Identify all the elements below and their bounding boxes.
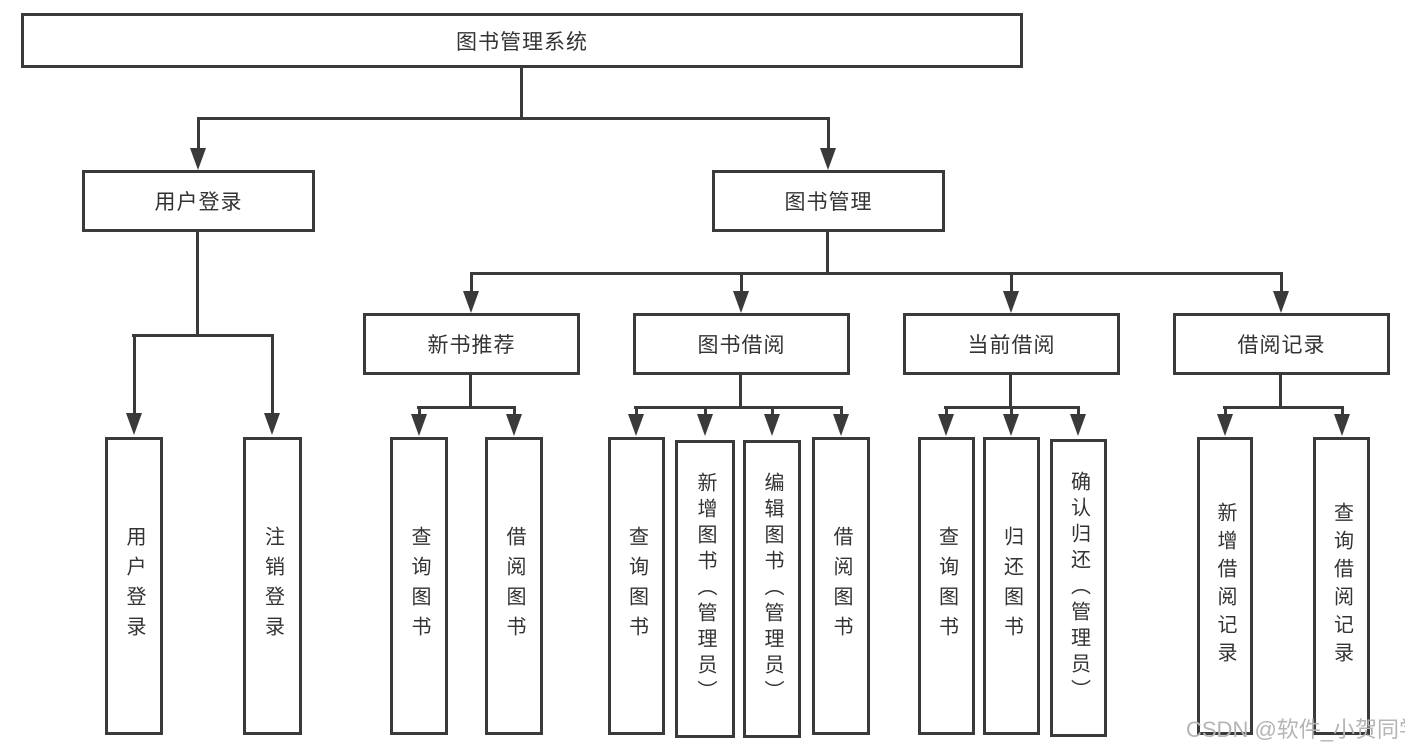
node-book-borrow: 图书借阅 bbox=[633, 313, 850, 375]
node-borrow-record: 借阅记录 bbox=[1173, 313, 1390, 375]
arrow-to-leaf-add-record bbox=[1217, 406, 1233, 436]
arrow-to-book-borrow bbox=[733, 272, 749, 313]
node-leaf-logout: 注销登录 bbox=[243, 437, 302, 735]
arrowhead-down-icon bbox=[190, 148, 206, 170]
node-leaf-borrow-book-1: 借阅图书 bbox=[485, 437, 543, 735]
node-root-label: 图书管理系统 bbox=[456, 30, 588, 54]
node-book-borrow-label: 图书借阅 bbox=[697, 334, 786, 357]
node-leaf-confirm-return: 确认归还（管理员） bbox=[1050, 439, 1107, 737]
arrowhead-down-icon bbox=[506, 414, 522, 436]
arrowhead-down-icon bbox=[1070, 414, 1086, 436]
arrow-to-leaf-query-book-1 bbox=[411, 406, 427, 436]
connector-root-hline bbox=[197, 117, 830, 120]
arrowhead-down-icon bbox=[411, 414, 427, 436]
node-current-borrow: 当前借阅 bbox=[903, 313, 1120, 375]
connector-book-mgmt-vline bbox=[826, 232, 829, 275]
connector-book-borrow-vline bbox=[739, 375, 742, 408]
arrowhead-down-icon bbox=[126, 413, 142, 435]
arrowhead-down-icon bbox=[938, 414, 954, 436]
connector-book-borrow-hline bbox=[634, 406, 843, 409]
arrowhead-down-icon bbox=[1334, 414, 1350, 436]
arrow-to-leaf-query-record bbox=[1334, 406, 1350, 436]
node-leaf-borrow-book-1-label: 借阅图书 bbox=[503, 526, 525, 646]
node-current-borrow-label: 当前借阅 bbox=[967, 334, 1056, 357]
arrow-to-leaf-query-book-2 bbox=[628, 406, 644, 436]
watermark: CSDN @软件_小贺同学 bbox=[1186, 717, 1405, 742]
node-root: 图书管理系统 bbox=[21, 13, 1023, 68]
arrow-to-current-borrow bbox=[1003, 272, 1019, 313]
connector-book-mgmt-hline bbox=[470, 272, 1283, 275]
arrowhead-down-icon bbox=[1003, 291, 1019, 313]
connector-new-book-rec-vline bbox=[469, 375, 472, 408]
node-leaf-add-record-label: 新增借阅记录 bbox=[1214, 502, 1236, 670]
arrow-to-new-book-rec bbox=[463, 272, 479, 313]
arrow-to-leaf-edit-book bbox=[764, 406, 780, 436]
node-leaf-add-record: 新增借阅记录 bbox=[1197, 437, 1253, 735]
arrowhead-down-icon bbox=[628, 414, 644, 436]
node-leaf-query-book-3: 查询图书 bbox=[918, 437, 975, 735]
node-leaf-borrow-book-2: 借阅图书 bbox=[812, 437, 870, 735]
connector-root-vline bbox=[520, 68, 523, 119]
node-new-book-rec: 新书推荐 bbox=[363, 313, 580, 375]
node-leaf-query-book-2: 查询图书 bbox=[608, 437, 665, 735]
node-user-login: 用户登录 bbox=[82, 170, 315, 232]
node-leaf-query-record: 查询借阅记录 bbox=[1313, 437, 1370, 735]
node-leaf-return-book: 归还图书 bbox=[983, 437, 1040, 735]
node-book-mgmt: 图书管理 bbox=[712, 170, 945, 232]
arrowhead-down-icon bbox=[833, 414, 849, 436]
arrow-to-leaf-borrow-book-1 bbox=[506, 406, 522, 436]
arrowhead-down-icon bbox=[764, 414, 780, 436]
arrowhead-down-icon bbox=[1273, 291, 1289, 313]
node-leaf-return-book-label: 归还图书 bbox=[1000, 526, 1023, 646]
arrow-to-leaf-logout bbox=[264, 334, 280, 435]
arrow-to-user-login bbox=[190, 117, 206, 170]
node-leaf-logout-label: 注销登录 bbox=[261, 526, 284, 646]
connector-user-login-hline bbox=[132, 334, 274, 337]
arrowhead-down-icon bbox=[697, 414, 713, 436]
node-borrow-record-label: 借阅记录 bbox=[1237, 334, 1326, 357]
node-leaf-query-book-1: 查询图书 bbox=[390, 437, 448, 735]
arrow-to-borrow-record bbox=[1273, 272, 1289, 313]
node-leaf-edit-book: 编辑图书（管理员） bbox=[743, 440, 801, 738]
arrow-to-leaf-user-login bbox=[126, 334, 142, 435]
node-book-mgmt-label: 图书管理 bbox=[784, 191, 873, 214]
arrowhead-down-icon bbox=[264, 413, 280, 435]
arrow-to-leaf-borrow-book-2 bbox=[833, 406, 849, 436]
node-leaf-confirm-return-label: 确认归还（管理员） bbox=[1067, 471, 1090, 705]
connector-user-login-vline bbox=[196, 232, 199, 336]
connector-new-book-rec-hline bbox=[417, 406, 516, 409]
arrow-to-book-mgmt bbox=[820, 117, 836, 170]
connector-borrow-record-hline bbox=[1223, 406, 1344, 409]
node-leaf-edit-book-label: 编辑图书（管理员） bbox=[761, 472, 783, 706]
arrow-to-leaf-query-book-3 bbox=[938, 406, 954, 436]
arrow-to-leaf-return-book bbox=[1003, 406, 1019, 436]
connector-borrow-record-vline bbox=[1279, 375, 1282, 408]
arrowhead-down-icon bbox=[1003, 414, 1019, 436]
arrowhead-down-icon bbox=[820, 148, 836, 170]
node-leaf-borrow-book-2-label: 借阅图书 bbox=[830, 526, 852, 646]
node-leaf-query-record-label: 查询借阅记录 bbox=[1330, 502, 1353, 670]
node-leaf-query-book-2-label: 查询图书 bbox=[625, 526, 648, 646]
node-leaf-user-login-label: 用户登录 bbox=[123, 526, 145, 646]
node-new-book-rec-label: 新书推荐 bbox=[427, 334, 516, 357]
connector-current-borrow-vline bbox=[1009, 375, 1012, 408]
node-leaf-user-login: 用户登录 bbox=[105, 437, 163, 735]
node-leaf-add-book: 新增图书（管理员） bbox=[675, 440, 735, 738]
arrowhead-down-icon bbox=[1217, 414, 1233, 436]
node-leaf-query-book-1-label: 查询图书 bbox=[408, 526, 430, 646]
arrow-to-leaf-confirm-return bbox=[1070, 406, 1086, 436]
arrowhead-down-icon bbox=[733, 291, 749, 313]
arrow-to-leaf-add-book bbox=[697, 406, 713, 436]
node-leaf-query-book-3-label: 查询图书 bbox=[935, 526, 958, 646]
arrowhead-down-icon bbox=[463, 291, 479, 313]
node-leaf-add-book-label: 新增图书（管理员） bbox=[694, 472, 716, 706]
node-user-login-label: 用户登录 bbox=[154, 191, 243, 214]
